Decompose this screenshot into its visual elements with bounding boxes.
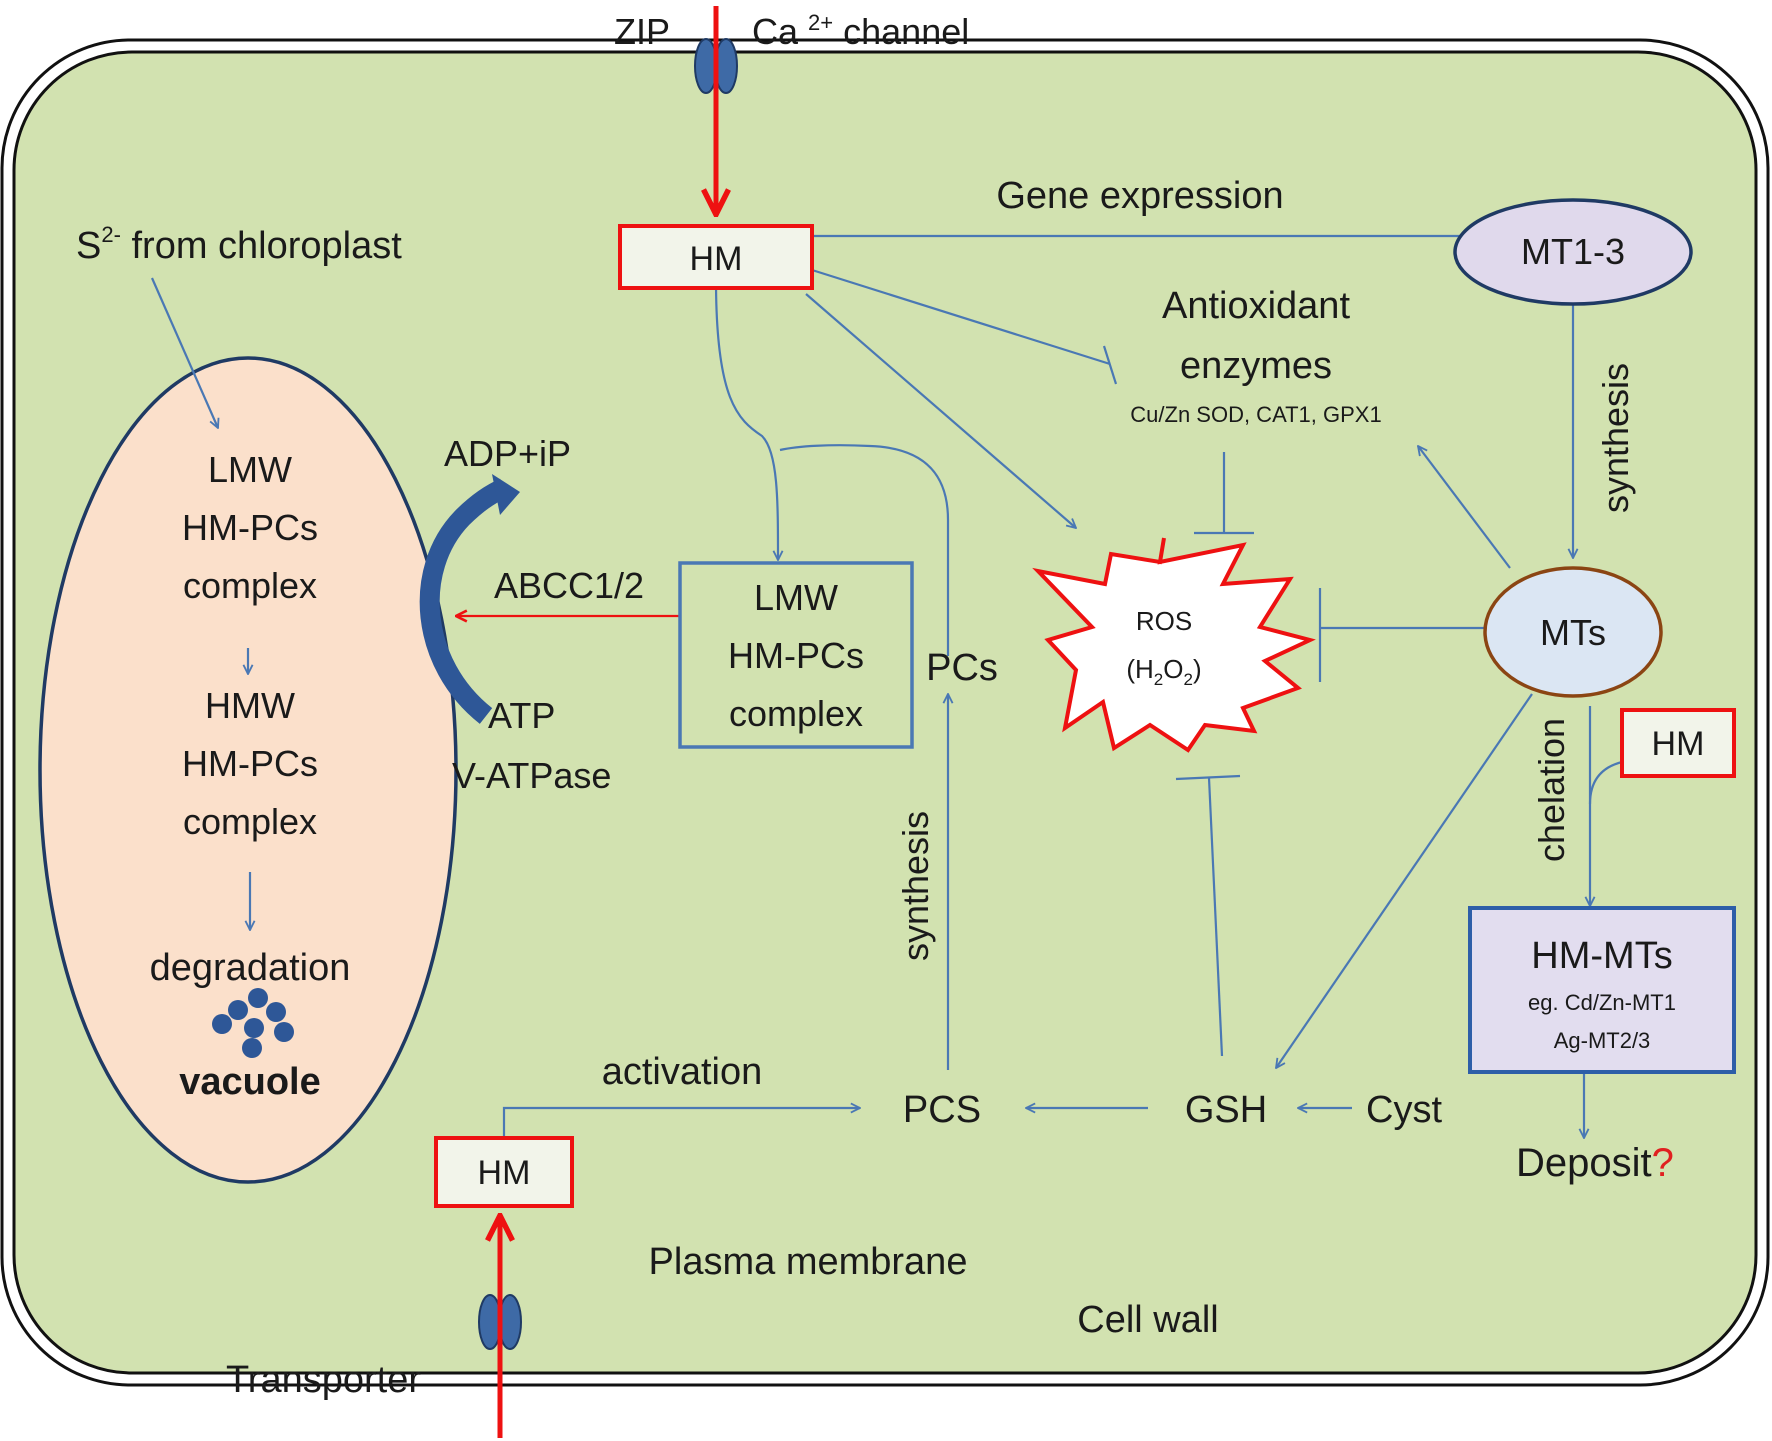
vacuole-hmw-complex-label: complex [183,801,317,842]
hm-box-bottom [434,1136,574,1208]
cyst-label: Cyst [1366,1089,1442,1131]
ros-burst [1032,537,1316,753]
plasma-membrane-label: Plasma membrane [649,1241,968,1283]
ros-label: ROS [1136,606,1192,636]
s2-chloroplast-label: S2- from chloroplast [76,222,402,267]
mt13-label: MT1-3 [1521,231,1625,272]
vacuole-lmw-hmpcs-label: HM-PCs [182,507,318,548]
degradation-label: degradation [150,947,351,989]
chelation-label: chelation [1531,718,1572,862]
hm-mts-box [1468,906,1736,1074]
adp-ip-label: ADP+iP [444,433,571,474]
degradation-particles-icon [212,988,294,1058]
hm-box-top [618,224,814,290]
vacuole-lmw-label: LMW [208,449,292,490]
hm-box-right [1620,708,1736,778]
vacuole-lmw-complex-label: complex [183,565,317,606]
mt13-node [1453,198,1693,306]
h2o2-label: (H2O2) [1126,654,1201,689]
zip-label: ZIP [614,11,670,52]
mts-label: MTs [1540,612,1606,653]
transporter-channel [478,1294,522,1350]
vacuole-label: vacuole [179,1061,321,1103]
lmw-complex-complex: complex [729,693,863,734]
v-atpase-label: V-ATPase [452,755,611,796]
transporter-label: Transporter [226,1359,421,1401]
vacuole-hmw-label: HMW [205,685,295,726]
pathway-arrows [150,236,1623,1138]
hm-mts-example-1: eg. Cd/Zn-MT1 [1528,990,1676,1015]
pcs-label: PCs [926,647,998,689]
lmw-complex-lmw: LMW [754,577,838,618]
hm-label-right: HM [1652,725,1705,763]
atp-label: ATP [488,695,555,736]
hm-label-top: HM [690,240,743,278]
cell-wall-label: Cell wall [1077,1299,1218,1341]
enzymes-label: enzymes [1180,345,1332,387]
ca-channel-label: Ca 2+ channel [752,10,969,52]
deposit-label: Deposit? [1516,1141,1674,1185]
lmw-complex-box [678,561,914,749]
hm-mts-example-2: Ag-MT2/3 [1554,1028,1651,1053]
gene-expression-label: Gene expression [996,175,1283,217]
vacuole [38,356,458,1184]
vacuole-hmw-hmpcs-label: HM-PCs [182,743,318,784]
hm-label-bottom: HM [478,1154,531,1192]
v-atpase-pump-arrow [419,474,520,724]
activation-label: activation [602,1051,763,1093]
synthesis-label-right: synthesis [1595,363,1636,513]
abcc-label: ABCC1/2 [494,565,644,606]
synthesis-label-left: synthesis [895,811,936,961]
antioxidant-label: Antioxidant [1162,285,1350,327]
hm-mts-title: HM-MTs [1531,935,1672,977]
gsh-label: GSH [1185,1089,1267,1131]
lmw-complex-hmpcs: HM-PCs [728,635,864,676]
mts-node [1483,566,1663,698]
pcs-enzyme-label: PCS [903,1089,981,1131]
enzymes-list-label: Cu/Zn SOD, CAT1, GPX1 [1130,402,1381,427]
